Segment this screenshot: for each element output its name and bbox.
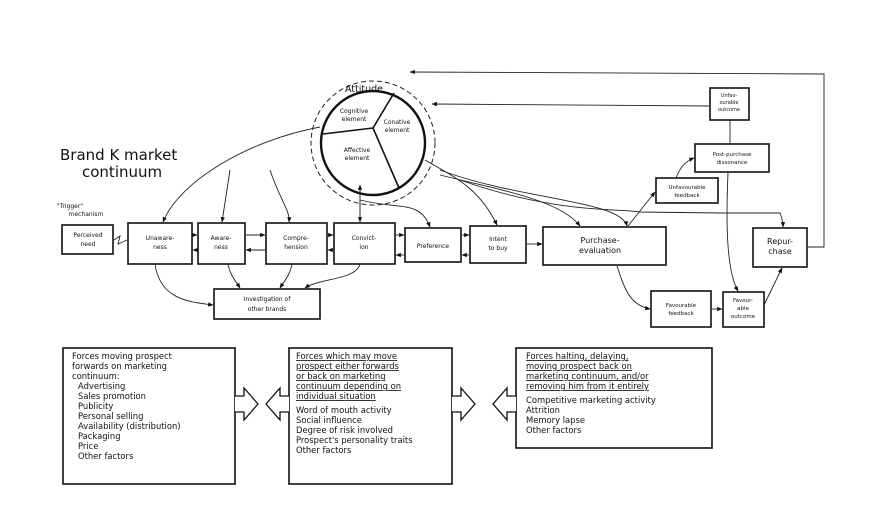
force-item: Other factors: [526, 425, 581, 435]
svg-text:Repur-chase: Repur-chase: [767, 237, 793, 256]
arrow-right-icon: [452, 386, 476, 422]
force-item: Packaging: [78, 431, 121, 441]
node-unawareness: Unaware-ness: [127, 222, 193, 265]
forces-heading-line: continuum depending on: [296, 381, 401, 391]
arrow-right-icon: [235, 386, 259, 422]
forces-heading-line: Forces which may move: [296, 351, 397, 361]
node-purchase-evaluation: Purchase-evaluation: [542, 226, 667, 266]
forces-forward-box: [62, 347, 236, 485]
forces-halting-box: [515, 347, 713, 449]
force-item: Word of mouth activity: [296, 405, 392, 415]
force-item: Social influence: [296, 415, 362, 425]
node-awareness: Aware-ness: [197, 222, 246, 265]
force-item: Other factors: [78, 451, 133, 461]
forces-heading-line: moving prospect back on: [526, 361, 632, 371]
forces-heading-line: or back on marketing: [296, 371, 386, 381]
force-item: Other factors: [296, 445, 351, 455]
forces-heading-line: individual situation: [296, 391, 376, 401]
attitude-dividers: [322, 92, 400, 189]
force-item: Memory lapse: [526, 415, 585, 425]
force-item: Degree of risk involved: [296, 425, 393, 435]
svg-text:Aware-ness: Aware-ness: [211, 235, 232, 251]
forces-heading-line: Forces halting, delaying,: [526, 351, 629, 361]
svg-text:Compre-hension: Compre-hension: [283, 235, 309, 251]
force-item: Prospect's personality traits: [296, 435, 413, 445]
force-item: Attrition: [526, 405, 560, 415]
node-preference: Preference: [404, 227, 462, 263]
arrow-left-icon: [265, 386, 289, 422]
svg-text:Purchase-evaluation: Purchase-evaluation: [579, 236, 621, 255]
force-item: Publicity: [78, 401, 113, 411]
node-conviction: Convict-ion: [333, 222, 396, 265]
force-item: Availability (distribution): [78, 421, 181, 431]
svg-text:Unaware-ness: Unaware-ness: [146, 235, 175, 251]
arrow-left-icon: [492, 386, 516, 422]
diagram-title-2: continuum: [82, 163, 162, 181]
diagram-title: Brand K market: [60, 146, 177, 164]
attitude-label: Attitude: [345, 84, 383, 95]
node-comprehension: Compre-hension: [265, 222, 328, 265]
attitude-circle: [319, 89, 427, 197]
forces-heading-line: marketing continuum, and/or: [526, 371, 649, 381]
forces-heading-line: prospect either forwards: [296, 361, 399, 371]
force-item: Personal selling: [78, 411, 143, 421]
force-item: Advertising: [78, 381, 125, 391]
svg-text:Convict-ion: Convict-ion: [352, 235, 377, 251]
trigger-label: "Trigger"mechanism: [57, 203, 104, 218]
force-item: Competitive marketing activity: [526, 395, 656, 405]
attitude-dashed-ring: [310, 80, 436, 206]
force-item: Price: [78, 441, 98, 451]
node-repurchase: Repur-chase: [752, 227, 808, 268]
force-item: Sales promotion: [78, 391, 146, 401]
forces-heading-line: continuum:: [72, 371, 120, 381]
forces-heading-line: Forces moving prospect: [72, 351, 173, 361]
forces-either-box: [288, 347, 453, 485]
forces-heading-line: forwards on marketing: [72, 361, 167, 371]
forces-heading-line: removing him from it entirely: [526, 381, 649, 391]
svg-text:Preference: Preference: [417, 243, 449, 250]
connectors: [113, 69, 825, 312]
